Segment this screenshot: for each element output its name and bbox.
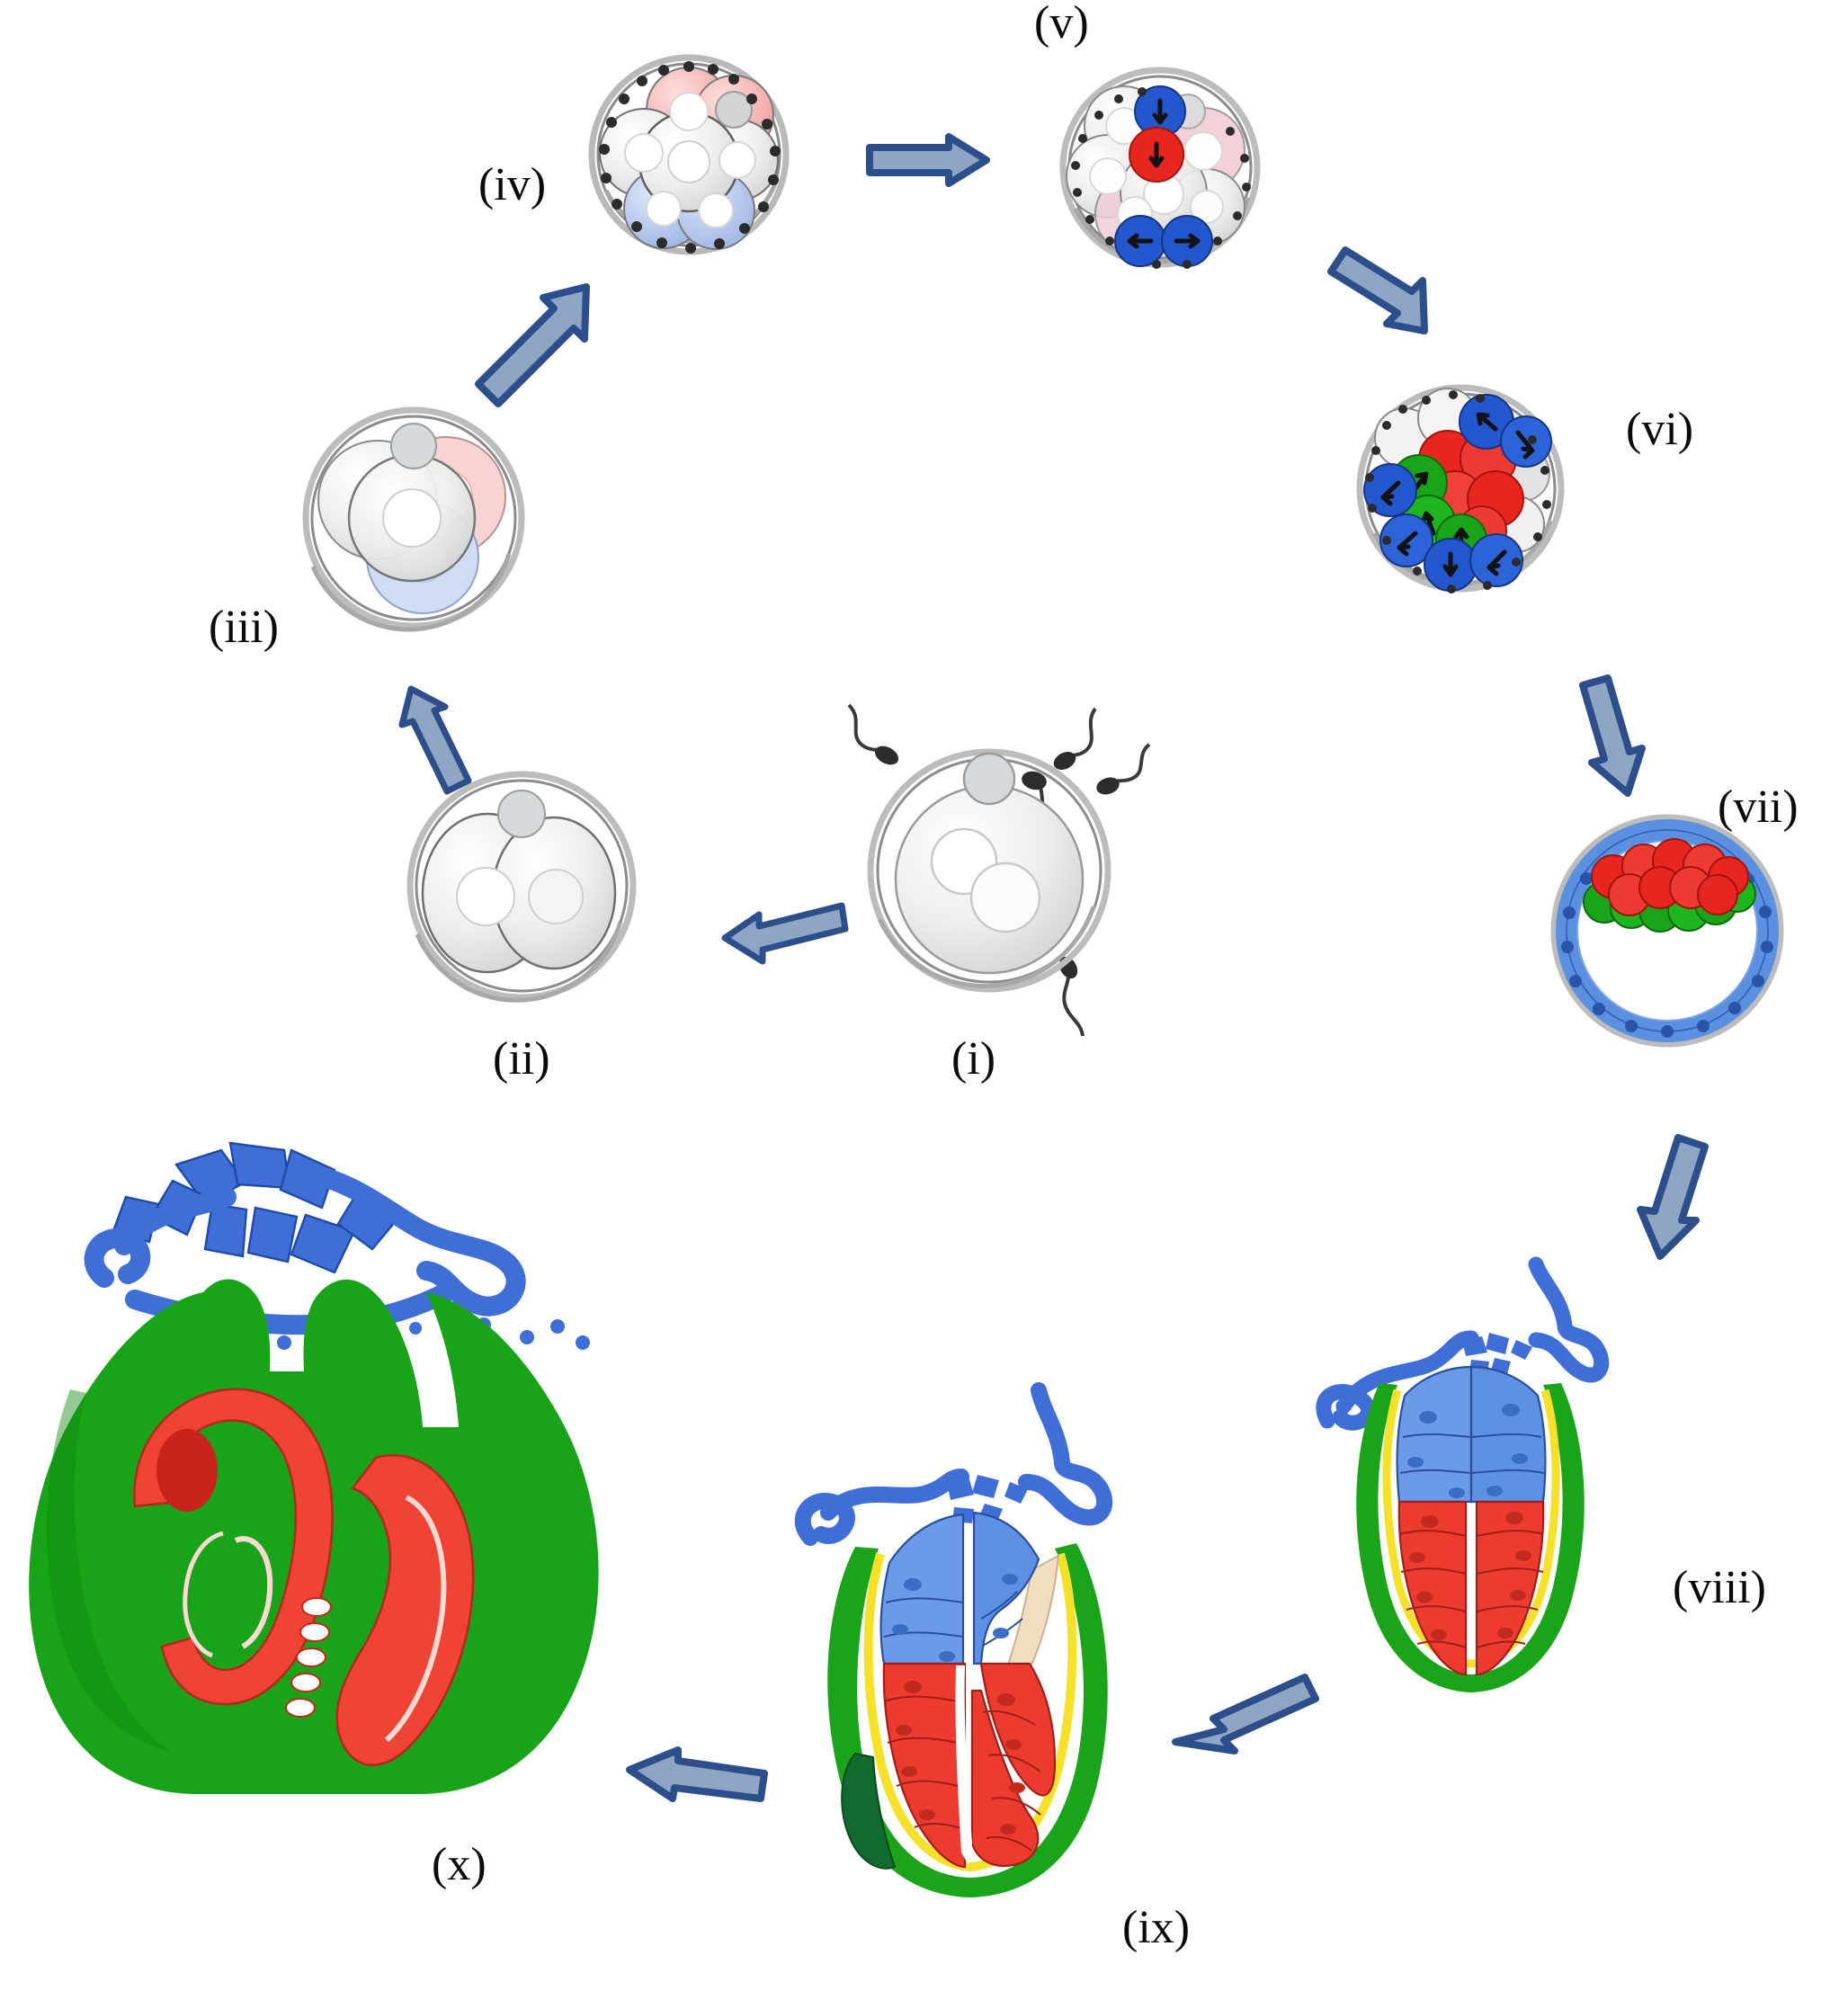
- extraembryonic-ectoderm: [1396, 1365, 1547, 1504]
- arrow-vi-to-vii: [1549, 665, 1674, 809]
- stage-viii-egg-cylinder: [1295, 1232, 1646, 1700]
- adhesion-markers: [599, 61, 781, 254]
- stage-vii-blastocyst: [1538, 805, 1799, 1057]
- arrow-ii-to-iii: [382, 674, 508, 818]
- arrow-i-to-ii: [718, 886, 853, 976]
- polarized-cells: [1114, 85, 1213, 267]
- stage-label-i: (i): [951, 1033, 996, 1085]
- blastomere-group: [317, 423, 506, 614]
- adhesion-markers: [1365, 390, 1551, 594]
- stage-iv-eight-cell: [574, 47, 808, 263]
- somites: [285, 1597, 332, 1718]
- blastomere-group: [599, 67, 779, 250]
- trophoblast-giant-cells: [112, 1141, 401, 1274]
- stage-ii-two-cell: [396, 760, 647, 1012]
- trophoblast-strands: [794, 1382, 1112, 1546]
- stage-ix-gastrulation: [769, 1367, 1174, 1906]
- extraembryonic-ectoderm: [879, 1511, 1040, 1665]
- distal-visceral-endoderm: [841, 1752, 897, 1870]
- blastomere-group: [421, 790, 617, 974]
- paternal-pronucleus: [969, 862, 1041, 933]
- eye-vesicle: [156, 1429, 218, 1512]
- stage-label-ix: (ix): [1122, 1902, 1191, 1953]
- arrow-iv-to-v: [859, 117, 1003, 207]
- adhesion-markers: [1071, 87, 1251, 269]
- stage-label-vi: (vi): [1626, 404, 1694, 455]
- stage-label-x: (x): [432, 1839, 487, 1890]
- stage-iii-four-cell: [288, 396, 540, 638]
- embryo-body: [133, 1388, 475, 1766]
- arrow-v-to-vi: [1313, 234, 1475, 378]
- polar-body: [962, 752, 1016, 806]
- sperm-heads: [874, 746, 1120, 979]
- stage-label-v: (v): [1034, 0, 1089, 49]
- stage-label-viii: (viii): [1673, 1562, 1766, 1613]
- stage-label-vii: (vii): [1718, 781, 1799, 833]
- epiblast: [1397, 1500, 1545, 1676]
- stage-label-iv: (iv): [478, 159, 547, 210]
- visceral-yolk-sac: [827, 1543, 1108, 1897]
- polar-body: [497, 790, 546, 838]
- trophoblast-strands: [1316, 1256, 1610, 1431]
- epiblast: [882, 1662, 1057, 1869]
- stage-x-organogenesis: [0, 1111, 629, 1794]
- arrow-iii-to-iv: [455, 274, 617, 427]
- epiblast-cells: [1591, 838, 1749, 916]
- stage-v-lineage-specification: [1045, 56, 1279, 281]
- stage-vi-morula: [1340, 373, 1583, 607]
- arrow-viii-to-ix: [1165, 1659, 1335, 1776]
- stage-label-iii: (iii): [209, 602, 279, 653]
- arrow-vii-to-viii: [1610, 1120, 1736, 1272]
- visceral-endoderm: [1356, 1383, 1585, 1692]
- stage-label-ii: (ii): [493, 1033, 550, 1085]
- polar-body: [390, 423, 437, 469]
- arrow-ix-to-x: [620, 1736, 782, 1844]
- stage-i-zygote: [809, 692, 1169, 1052]
